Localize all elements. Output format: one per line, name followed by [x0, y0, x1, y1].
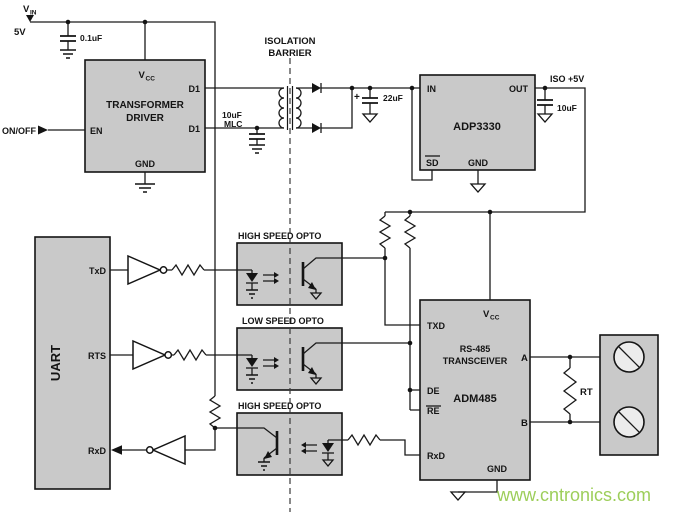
vin-label: V [23, 4, 30, 15]
opto2-phototransistor-icon [301, 342, 342, 386]
bulk-cap-label: 22uF [383, 93, 403, 103]
td-title-2: DRIVER [126, 113, 165, 124]
adm-type-2: TRANSCEIVER [443, 356, 508, 366]
opto3-led-icon [301, 439, 342, 468]
iso-ground-icon [449, 491, 467, 501]
isolation-label-1: ISOLATION [264, 36, 315, 47]
td-en-label: EN [90, 126, 103, 136]
bulk-cap-plus: + [354, 92, 360, 103]
adp-out-label: OUT [509, 84, 529, 94]
adp-sd-label: SD [426, 158, 439, 168]
rail-5v-label: 5V [14, 27, 26, 38]
screw-terminal-icon [613, 406, 645, 438]
input-cap-label: 0.1uF [80, 33, 102, 43]
adm-vcc-sub-label: CC [490, 315, 500, 322]
adp-gnd-label: GND [468, 158, 489, 168]
isolation-label-2: BARRIER [268, 48, 311, 59]
opto3-phototransistor-icon [237, 427, 279, 471]
opto1-phototransistor-icon [301, 257, 342, 301]
adm-type-1: RS-485 [460, 344, 491, 354]
rectifier-diode-icon [312, 83, 322, 93]
iso-ground-icon [469, 183, 487, 193]
output-capacitor-icon [536, 99, 554, 123]
rts-buffer-icon [132, 339, 173, 371]
rectifier-diode-icon [312, 123, 322, 133]
vin-sub-label: IN [30, 10, 37, 17]
opto2-label: LOW SPEED OPTO [242, 316, 324, 326]
adp3330-regulator-block [419, 74, 536, 171]
adp-part-label: ADP3330 [453, 121, 501, 133]
adm-de-label: DE [427, 386, 440, 396]
iso-rail-label: ISO +5V [550, 74, 584, 84]
mlc-cap-label-1: 10uF [222, 110, 242, 120]
input-capacitor-icon [60, 35, 76, 42]
on-off-label: ON/OFF [2, 126, 36, 136]
rxd-buffer-icon [111, 434, 186, 466]
uart-rxd-label: RxD [88, 446, 107, 456]
txd-buffer-icon [127, 254, 168, 286]
adp-in-label: IN [427, 84, 436, 94]
vin-arrow-icon [26, 15, 34, 22]
td-vcc-label: V [139, 70, 146, 81]
adm485-block [419, 299, 531, 481]
td-d1-top-label: D1 [188, 84, 200, 94]
opto3-label: HIGH SPEED OPTO [238, 401, 321, 411]
transformer-icon [278, 86, 302, 130]
td-gnd-label: GND [135, 159, 156, 169]
on-off-arrow-icon [38, 125, 48, 135]
uart-txd-label: TxD [89, 266, 107, 276]
ground-icon [135, 183, 155, 193]
adm-txd-label: TXD [427, 321, 446, 331]
adm-a-label: A [521, 353, 528, 364]
mlc-cap-label-2: MLC [224, 119, 242, 129]
output-cap-label: 10uF [557, 103, 577, 113]
opto1-label: HIGH SPEED OPTO [238, 231, 321, 241]
mlc-capacitor-icon [249, 133, 265, 154]
junction-dots [65, 19, 573, 431]
adm-gnd-label: GND [487, 464, 508, 474]
uart-rts-label: RTS [88, 351, 106, 361]
transformer-driver-block [84, 59, 206, 173]
td-title-1: TRANSFORMER [106, 100, 185, 111]
uart-label: UART [48, 345, 63, 381]
opto2-led-icon [237, 354, 279, 384]
td-vcc-sub-label: CC [146, 76, 156, 83]
adm-b-label: B [521, 418, 528, 429]
watermark-text: www.cntronics.com [496, 485, 651, 505]
screw-terminal-icon [613, 341, 645, 373]
adm-re-label: RE [427, 406, 440, 416]
ground-icon [60, 49, 76, 59]
adm-vcc-label: V [483, 309, 490, 320]
adm-rxd-label: RxD [427, 451, 446, 461]
bulk-capacitor-icon [361, 97, 379, 123]
opto1-led-icon [237, 269, 279, 299]
adm-part-label: ADM485 [453, 393, 496, 405]
uart-block [34, 236, 111, 490]
rt-label: RT [580, 387, 593, 398]
td-d1-bot-label: D1 [188, 124, 200, 134]
